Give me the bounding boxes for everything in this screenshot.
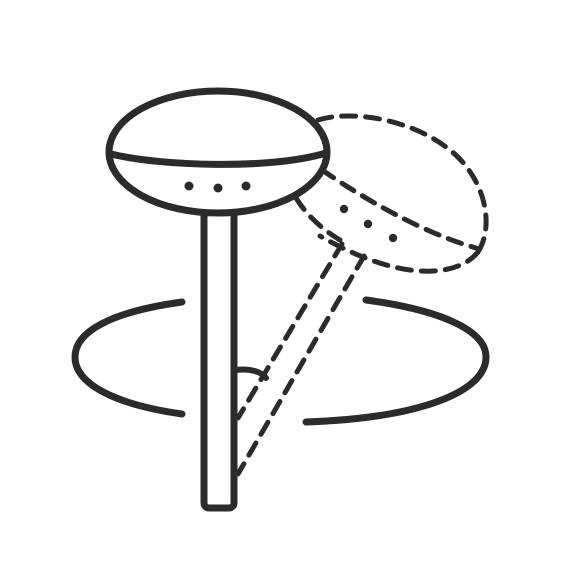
rotation-ellipse-right-arc bbox=[302, 296, 490, 426]
ghost-pin-shaft-right bbox=[235, 253, 367, 477]
ghost-pin-head-bottom bbox=[317, 233, 481, 274]
pin-head-dots bbox=[184, 181, 251, 193]
rotation-ellipse bbox=[71, 296, 490, 426]
pin-head-band bbox=[107, 149, 330, 168]
ghost-pin-head-dots bbox=[339, 204, 398, 243]
tilt-angle-arc bbox=[233, 366, 269, 381]
pin-shaft bbox=[200, 196, 238, 512]
ghost-pin-shaft-left bbox=[235, 241, 345, 421]
ghost-pin-head-top bbox=[315, 113, 489, 255]
pin-head-outline bbox=[105, 87, 331, 217]
rotation-ellipse-left-arc bbox=[71, 298, 186, 418]
ghost-pin bbox=[235, 113, 489, 477]
pin-head bbox=[105, 87, 331, 217]
ghost-pin-head-inner bbox=[293, 195, 343, 243]
ghost-pin-head-band bbox=[319, 167, 479, 251]
